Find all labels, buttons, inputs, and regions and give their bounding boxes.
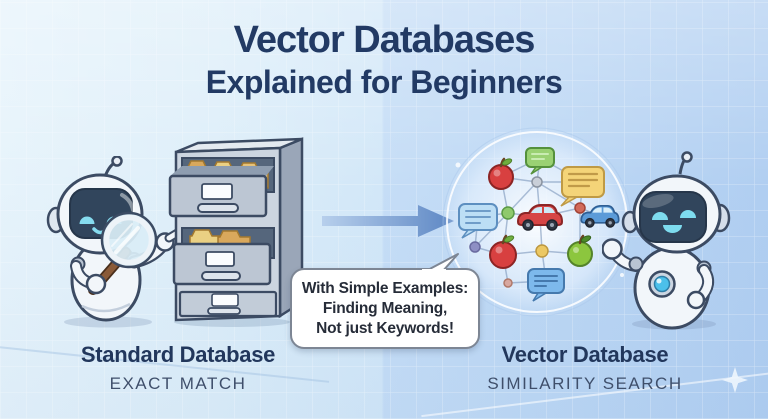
car-icon (580, 204, 620, 228)
chat-bubble-icon (560, 166, 605, 207)
cabinet-drawer-closed (178, 290, 278, 318)
vector-database-title: Vector Database (501, 342, 669, 367)
title-line-2: Explained for Beginners (205, 63, 563, 100)
robot-hand (602, 238, 623, 260)
speech-bubble-tail (422, 253, 459, 272)
standard-database-label: Standard Database EXACT MATCH (58, 342, 298, 394)
magnifying-glass-icon (70, 211, 158, 295)
title-line-1: Vector Databases (233, 19, 536, 61)
robot-face-screen (639, 191, 707, 243)
vector-database-label: Vector Database SIMILARITY SEARCH (465, 342, 705, 394)
cabinet-drawer-open-top (168, 157, 275, 218)
chat-bubble-icon (458, 203, 498, 239)
speech-bubble-line-2: Finding Meaning, (322, 300, 448, 318)
network-nodes (469, 176, 586, 288)
robot-hand (686, 290, 706, 310)
robot-body (628, 246, 715, 330)
speech-bubble: With Simple Examples: Finding Meaning, N… (290, 253, 480, 350)
chat-bubble-icon (525, 147, 555, 175)
robot-antenna (678, 151, 693, 175)
arrow-right-icon (322, 205, 454, 237)
apple-icon (489, 234, 517, 269)
drawer-handle (201, 271, 241, 281)
standard-database-title: Standard Database (80, 342, 276, 367)
drawer-handle (197, 203, 239, 213)
chest-button (653, 275, 671, 293)
chat-bubble-icon (527, 268, 565, 302)
car-icon (516, 204, 564, 231)
robot-eye (79, 216, 95, 224)
standard-database-subtitle: EXACT MATCH (109, 374, 247, 393)
similarity-network-icon (442, 127, 632, 317)
speech-bubble-line-1: With Simple Examples: (301, 280, 469, 297)
robot-eye (680, 210, 696, 218)
vector-database-subtitle: SIMILARITY SEARCH (487, 374, 683, 393)
filing-cabinet-icon (168, 137, 304, 327)
drawer-label-plate (211, 293, 239, 307)
cabinet-drawer-open-middle (172, 227, 275, 286)
page-title: Vector Databases Explained for Beginners (0, 19, 768, 100)
apple-icon (488, 157, 514, 190)
robot-smile (663, 225, 682, 233)
robot-head (621, 174, 731, 254)
drawer-handle (207, 307, 241, 315)
robot-shadow (64, 316, 152, 328)
drawer-label-plate (205, 251, 235, 267)
green-apple-icon (567, 234, 593, 267)
drawer-label-plate (201, 183, 233, 200)
happy-robot-icon (602, 151, 731, 330)
robot-eye (652, 212, 668, 220)
speech-bubble-line-3: Not just Keywords! (316, 320, 454, 338)
grip-hand (85, 273, 107, 295)
